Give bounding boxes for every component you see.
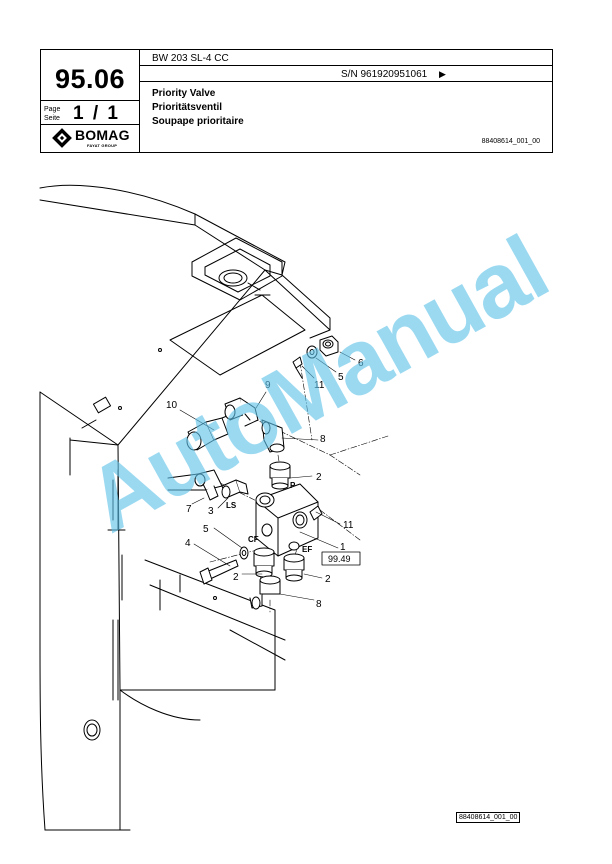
title-block: 95.06 Page Seite 1 / 1 BOMAG FAYAT GROUP… [40, 49, 553, 153]
part-5-washer-lower [239, 546, 249, 560]
bomag-logo: BOMAG FAYAT GROUP [51, 127, 135, 149]
part-1-priority-valve [255, 483, 319, 557]
model-name: BW 203 SL-4 CC [152, 53, 229, 64]
callout-numbers: 6 5 11 9 10 8 2 7 3 11 1 5 4 2 2 8 [166, 358, 364, 610]
callout-7: 7 [186, 504, 192, 515]
page-value: 1 / 1 [73, 103, 118, 124]
port-label-p: P [290, 481, 296, 490]
port-label-ef: EF [302, 545, 312, 554]
port-label-cf: CF [248, 535, 259, 544]
divider [41, 124, 139, 125]
callout-8: 8 [316, 599, 322, 610]
divider [139, 81, 552, 82]
part-8-elbow-bottom [249, 575, 281, 610]
part-10-hose-fitting [186, 413, 233, 451]
callout-4: 4 [185, 538, 191, 549]
part-7-elbow [167, 469, 223, 501]
divider [41, 100, 139, 101]
port-labels: P LS CF EF [226, 481, 312, 554]
title-block-left: 95.06 Page Seite 1 / 1 BOMAG FAYAT GROUP [41, 50, 140, 152]
callout-9: 9 [265, 380, 271, 391]
callout-11: 11 [314, 380, 325, 391]
section-number: 95.06 [54, 64, 126, 94]
page-label-en: Page [44, 106, 61, 113]
callout-6: 6 [358, 358, 364, 369]
callout-5: 5 [203, 524, 209, 535]
callout-2: 2 [233, 572, 239, 583]
part-11-screw [292, 356, 303, 379]
part-3-ls-fitting [221, 479, 249, 499]
part-11-screw-right [309, 505, 323, 521]
parts [167, 335, 339, 610]
port-label-ls: LS [226, 501, 237, 510]
leader-lines [179, 351, 356, 601]
page-labels: Page Seite [44, 105, 60, 123]
bomag-diamond-icon [52, 128, 72, 148]
title-en: Priority Valve [152, 88, 216, 99]
title-fr: Soupape prioritaire [152, 116, 244, 127]
serial-arrow-icon: ▶ [439, 69, 446, 79]
callout-1: 1 [340, 542, 346, 553]
callout-11: 11 [343, 520, 354, 531]
callout-2: 2 [325, 574, 331, 585]
part-5-washer [306, 345, 318, 359]
serial-number: S/N 961920951061 [341, 69, 428, 80]
part-2-adapter-top [269, 461, 291, 490]
part-9-elbow-fitting [224, 397, 259, 427]
page-label-de: Seite [44, 115, 60, 122]
callout-10: 10 [166, 400, 178, 411]
part-8-elbow-top [261, 419, 285, 453]
brand-sub: FAYAT GROUP [87, 143, 118, 148]
callout-3: 3 [208, 506, 214, 517]
reference-box-label: 99.49 [328, 554, 351, 564]
reference-box: 99.49 [321, 551, 361, 566]
drawing-reference: 88408614_001_00 [481, 138, 540, 145]
divider [139, 65, 552, 66]
footer-drawing-reference: 88408614_001_00 [456, 812, 521, 823]
callout-2: 2 [316, 472, 322, 483]
part-2-adapter-ef [283, 553, 305, 582]
part-6-nut [319, 335, 339, 357]
part-2-adapter-cf [253, 547, 275, 578]
brand-name: BOMAG [75, 127, 130, 143]
title-de: Prioritätsventil [152, 102, 223, 113]
machine-frame [39, 184, 331, 831]
part-4-bolt [199, 559, 239, 585]
callout-8: 8 [320, 434, 326, 445]
exploded-view-drawing: 6 5 11 9 10 8 2 7 3 11 1 5 4 2 2 8 P LS … [39, 184, 389, 831]
callout-5: 5 [338, 372, 344, 383]
